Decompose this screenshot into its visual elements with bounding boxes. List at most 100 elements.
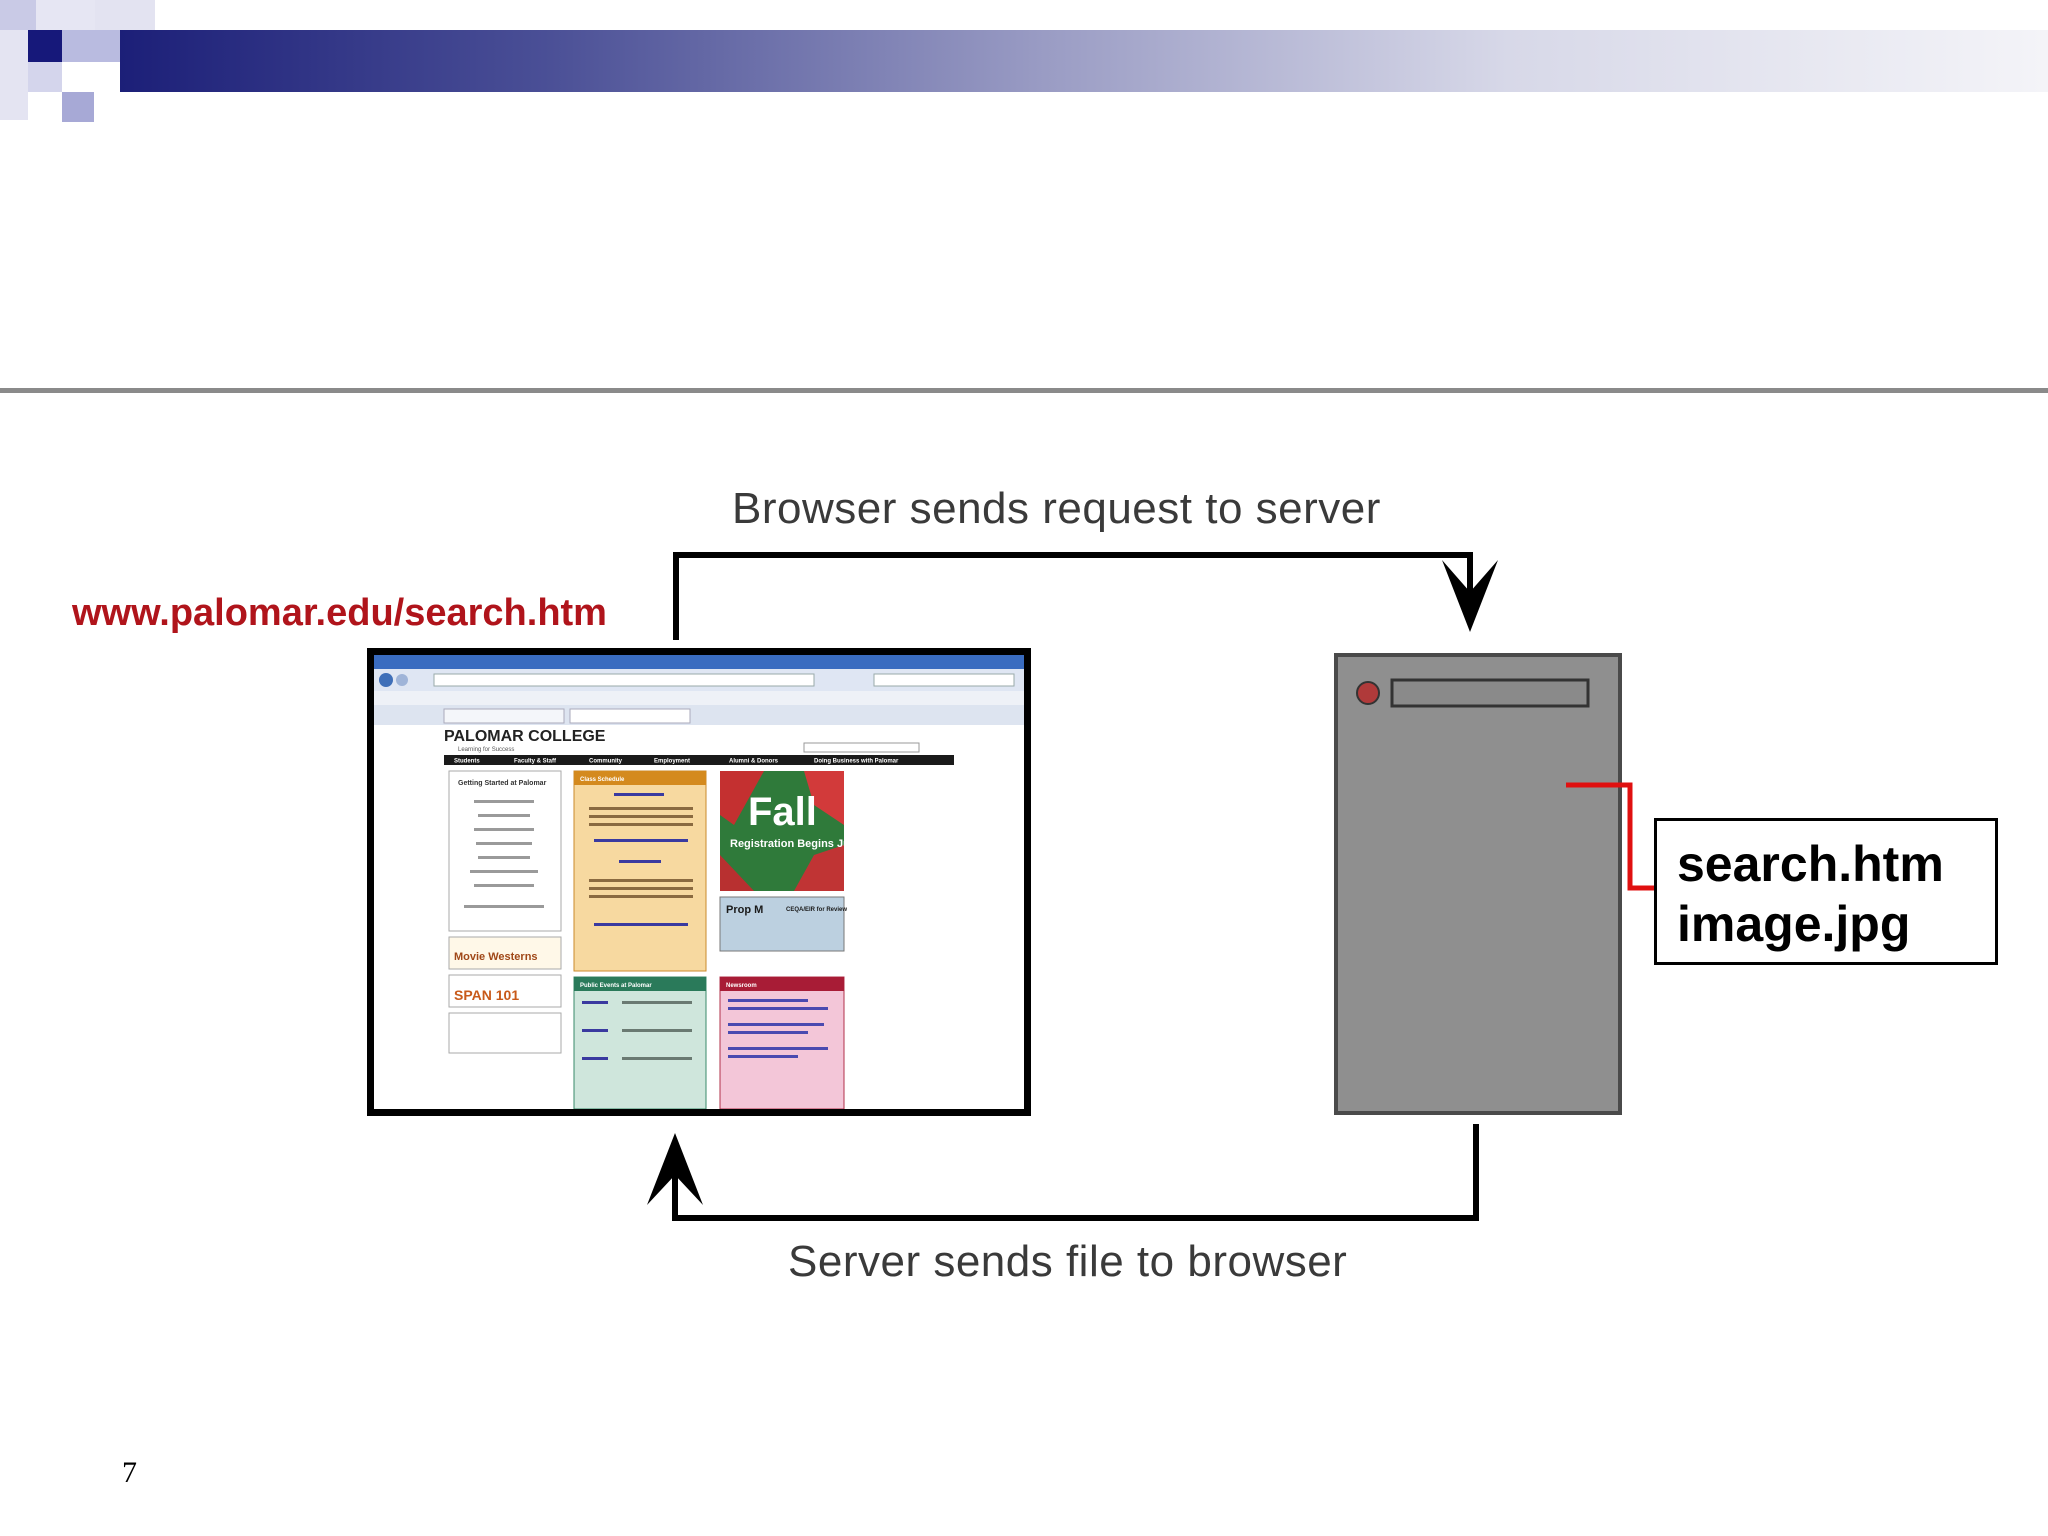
sidebar-link: [478, 856, 530, 859]
header-square-decoration: [62, 30, 120, 62]
sidebar-links: [464, 800, 544, 908]
prop-m-banner: [719, 896, 845, 952]
japanese-promo: [448, 1012, 562, 1054]
sidebar-link: [464, 905, 544, 908]
prop-m-label: Prop M: [726, 904, 763, 916]
schedule-text: [589, 895, 693, 898]
sidebar-link: [478, 814, 530, 817]
event-title: [622, 1057, 692, 1060]
request-arrow: [673, 552, 1473, 640]
url-label: www.palomar.edu/search.htm: [72, 592, 607, 634]
header-square-decoration: [62, 92, 94, 122]
class-schedule-panel: [573, 770, 707, 972]
spanish-promo: [448, 974, 562, 1008]
nav-item: Faculty & Staff: [514, 759, 557, 765]
header-gradient-band: [120, 30, 2048, 92]
nav-item: Alumni & Donors: [729, 759, 779, 765]
western-promo: [448, 936, 562, 970]
request-arrowhead: [1442, 560, 1498, 632]
schedule-text: [589, 807, 693, 810]
public-events-heading: Public Events at Palomar: [580, 983, 652, 989]
schedule-link: [594, 923, 688, 926]
schedule-text: [589, 823, 693, 826]
header-square-decoration: [28, 62, 62, 92]
header-square-decoration: [0, 30, 28, 120]
slide-number: 7: [122, 1456, 137, 1489]
news-link: [728, 1007, 828, 1010]
newsroom-links: [728, 999, 828, 1058]
search-box: [873, 673, 1015, 687]
event-date: [582, 1057, 608, 1060]
response-arrowhead: [647, 1133, 703, 1205]
public-events-header: [574, 977, 706, 991]
event-title: [622, 1029, 692, 1032]
site-nav-bar: [444, 755, 954, 765]
nav-item: Doing Business with Palomar: [814, 759, 899, 765]
site-tagline: Learning for Success: [458, 747, 514, 753]
banner-leaf-shape: [720, 855, 754, 891]
schedule-link: [594, 839, 688, 842]
event-date: [582, 1029, 608, 1032]
sidebar-link: [474, 800, 534, 803]
newsroom-header: [720, 977, 844, 991]
news-link: [728, 1047, 828, 1050]
news-link: [728, 1023, 824, 1026]
slide-divider-line: [0, 388, 2048, 393]
power-button-icon: [1356, 681, 1380, 705]
event-date: [582, 1001, 608, 1004]
fall-banner-subtitle: Registration Begins July 7: [730, 838, 868, 850]
response-label: Server sends file to browser: [788, 1237, 1348, 1286]
request-label: Browser sends request to server: [732, 484, 1381, 533]
banner-leaf-shape: [720, 771, 764, 825]
quick-links-select: [803, 742, 920, 753]
browser-screenshot-drawing: PALOMAR COLLEGE Learning for Success Stu…: [374, 655, 1024, 1109]
public-events-lines: [582, 1001, 692, 1060]
news-link: [728, 1031, 808, 1034]
header-square-decoration: [28, 30, 62, 62]
window-title-bar: [374, 655, 1024, 669]
site-nav-items: Students Faculty & Staff Community Emplo…: [454, 759, 899, 765]
sidebar-link: [474, 884, 534, 887]
browser-screenshot: PALOMAR COLLEGE Learning for Success Stu…: [367, 648, 1031, 1116]
nav-item: Employment: [654, 759, 690, 765]
server-tower: [1334, 653, 1622, 1115]
browser-tab: [569, 708, 691, 724]
class-schedule-heading: Class Schedule: [580, 777, 625, 783]
public-events-panel: [573, 976, 707, 1109]
news-link: [728, 999, 808, 1002]
spanish-promo-title: SPAN 101: [454, 987, 519, 1003]
menu-row: [374, 691, 1024, 705]
sidebar-link: [470, 870, 538, 873]
nav-item: Students: [454, 759, 480, 765]
header-square-decoration: [95, 0, 155, 30]
schedule-text: [589, 887, 693, 890]
forward-button-icon: [396, 674, 408, 686]
sidebar-link: [476, 842, 532, 845]
sidebar-box: [448, 770, 562, 932]
schedule-link: [614, 793, 664, 796]
sidebar-heading: Getting Started at Palomar: [458, 780, 547, 787]
banner-leaf-shape: [804, 771, 844, 825]
file-name-image: image.jpg: [1677, 896, 1911, 952]
address-input: [433, 673, 815, 687]
event-title: [622, 1001, 692, 1004]
schedule-link: [619, 860, 661, 863]
browser-tab: [443, 708, 565, 724]
newsroom-heading: Newsroom: [726, 983, 757, 989]
class-schedule-header: [574, 771, 706, 785]
back-button-icon: [379, 673, 393, 687]
class-schedule-lines: [589, 793, 693, 926]
schedule-text: [589, 815, 693, 818]
file-pointer-arrow: [1566, 782, 1670, 891]
newsroom-panel: [719, 976, 845, 1109]
news-link: [728, 1055, 798, 1058]
banner-leaf-shape: [794, 845, 844, 891]
response-arrow: [672, 1124, 1479, 1221]
site-title: PALOMAR COLLEGE: [444, 728, 606, 745]
file-name-html: search.htm: [1677, 836, 1944, 892]
sidebar-link: [474, 828, 534, 831]
fall-banner-title: Fall: [748, 790, 817, 834]
schedule-text: [589, 879, 693, 882]
nav-item: Community: [589, 759, 623, 765]
